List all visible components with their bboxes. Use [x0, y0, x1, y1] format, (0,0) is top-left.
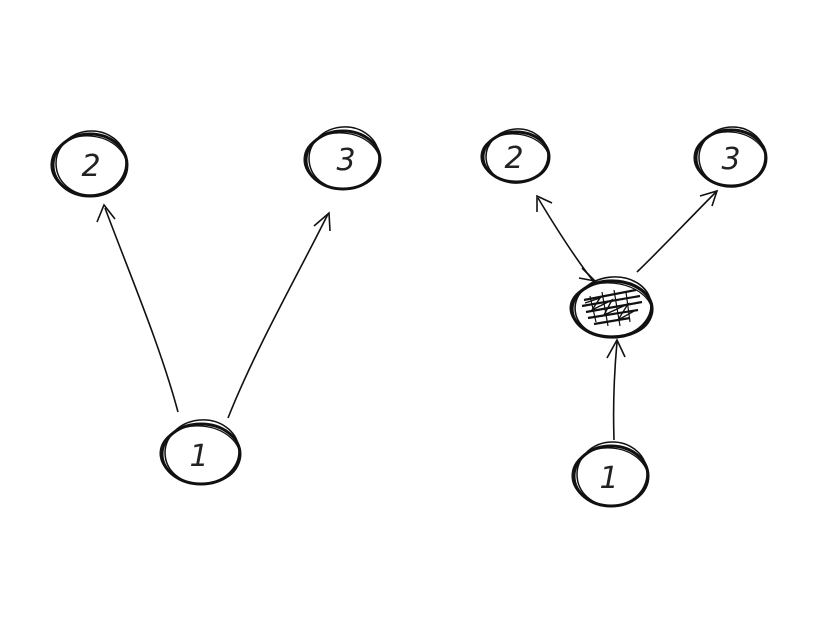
edge-l1-l3	[227, 211, 331, 419]
node-r2: 2	[480, 128, 551, 184]
node-label: 2	[504, 141, 523, 176]
node-r3: 3	[693, 126, 768, 188]
node-l2: 2	[50, 130, 129, 198]
node-label: 1	[599, 461, 618, 496]
edge-rh-r3	[636, 189, 719, 273]
node-l1: 1	[159, 419, 242, 486]
scribble-fill	[581, 288, 643, 327]
right-diagram: 2 3 1	[480, 126, 768, 508]
node-label: 3	[336, 143, 355, 178]
node-r1: 1	[571, 441, 650, 508]
left-diagram: 2 3 1	[50, 126, 382, 486]
edge-rh-r2	[536, 194, 598, 283]
node-label: 1	[189, 439, 208, 474]
edge-r1-rh	[606, 338, 626, 441]
node-label: 3	[721, 142, 740, 177]
node-rh-hidden	[569, 276, 654, 339]
edge-l1-l2	[96, 203, 179, 413]
node-l3: 3	[303, 126, 382, 191]
node-label: 2	[81, 149, 100, 184]
